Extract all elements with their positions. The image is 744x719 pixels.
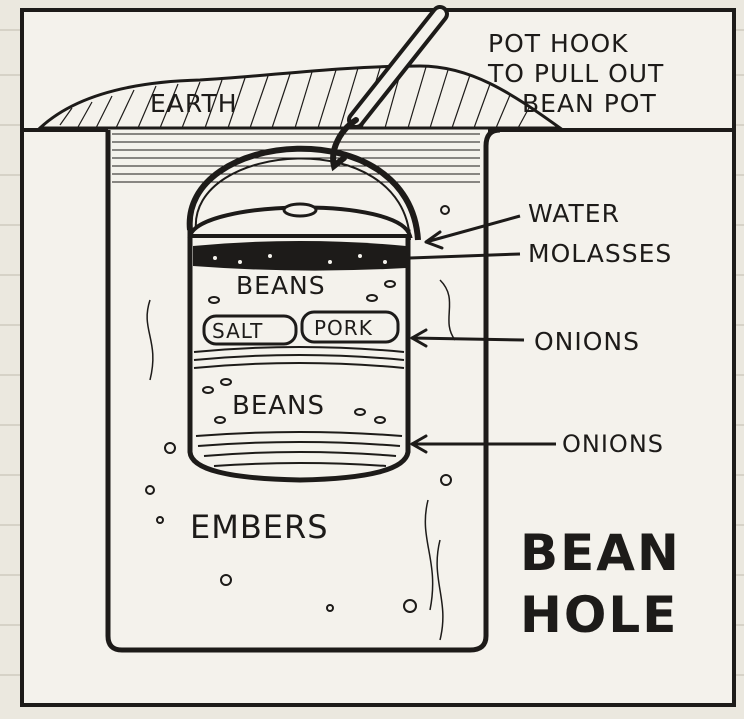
onion-layer-top: [193, 346, 405, 369]
salt-piece: [202, 314, 298, 346]
label-pot-hook-1: POT HOOK: [488, 29, 629, 58]
ember-marks: [145, 205, 452, 613]
pot-bail-inner: [194, 157, 411, 241]
arrow-water: [425, 214, 521, 244]
pot-hook: [330, 5, 449, 172]
label-pot-hook-3: BEAN POT: [522, 89, 657, 118]
label-pot-hook-2: TO PULL OUT: [487, 59, 664, 88]
title-hole: HOLE: [520, 586, 678, 644]
label-pork: PORK: [314, 316, 373, 340]
bean-dots: [202, 280, 396, 424]
onion-layer-bottom: [195, 431, 403, 467]
label-beans-top: BEANS: [236, 271, 326, 300]
bean-hole-outline: [105, 127, 501, 653]
label-beans-bottom: BEANS: [232, 391, 325, 421]
annotation-arrows: [409, 214, 556, 454]
label-embers: EMBERS: [190, 508, 329, 546]
label-onions-bottom: ONIONS: [562, 430, 664, 458]
earth-hatching: [59, 66, 531, 129]
title-bean: BEAN: [520, 524, 681, 582]
label-earth: EARTH: [150, 89, 238, 118]
lid-knob: [282, 202, 318, 218]
label-salt: SALT: [212, 319, 263, 343]
molasses-speckles: [213, 254, 387, 264]
heat-lines: [146, 279, 456, 641]
pork-piece: [300, 310, 400, 344]
pot-bail-handle: [186, 145, 421, 241]
label-onions-top: ONIONS: [534, 327, 640, 356]
earth-mound: [36, 64, 565, 130]
arrow-molasses: [409, 252, 521, 260]
label-water: WATER: [528, 199, 620, 228]
arrow-onions-top: [411, 336, 525, 342]
label-molasses: MOLASSES: [528, 239, 672, 268]
molasses-layer: [193, 241, 406, 271]
